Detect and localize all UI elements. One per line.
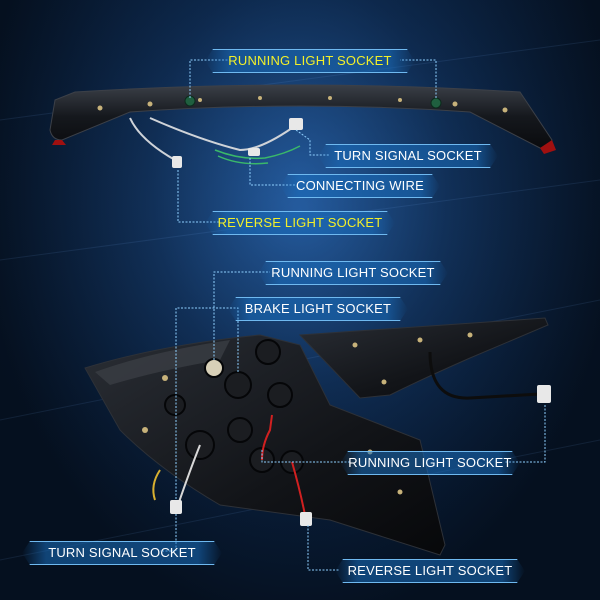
- tail-light-housing-right: [298, 317, 551, 403]
- label-top-running-light-socket: RUNNING LIGHT SOCKET: [205, 49, 415, 73]
- label-connecting-wire: CONNECTING WIRE: [280, 174, 440, 198]
- label-bottom-turn-signal-socket: TURN SIGNAL SOCKET: [22, 541, 222, 565]
- label-bottom-reverse-light-socket: REVERSE LIGHT SOCKET: [335, 559, 525, 583]
- label-bottom-running-light-socket-right: RUNNING LIGHT SOCKET: [340, 451, 520, 475]
- label-bottom-brake-light-socket: BRAKE LIGHT SOCKET: [228, 297, 408, 321]
- label-bottom-running-light-socket: RUNNING LIGHT SOCKET: [258, 261, 448, 285]
- label-top-turn-signal-socket: TURN SIGNAL SOCKET: [318, 144, 498, 168]
- trunk-light-bar: [49, 84, 556, 168]
- label-top-reverse-light-socket: REVERSE LIGHT SOCKET: [205, 211, 395, 235]
